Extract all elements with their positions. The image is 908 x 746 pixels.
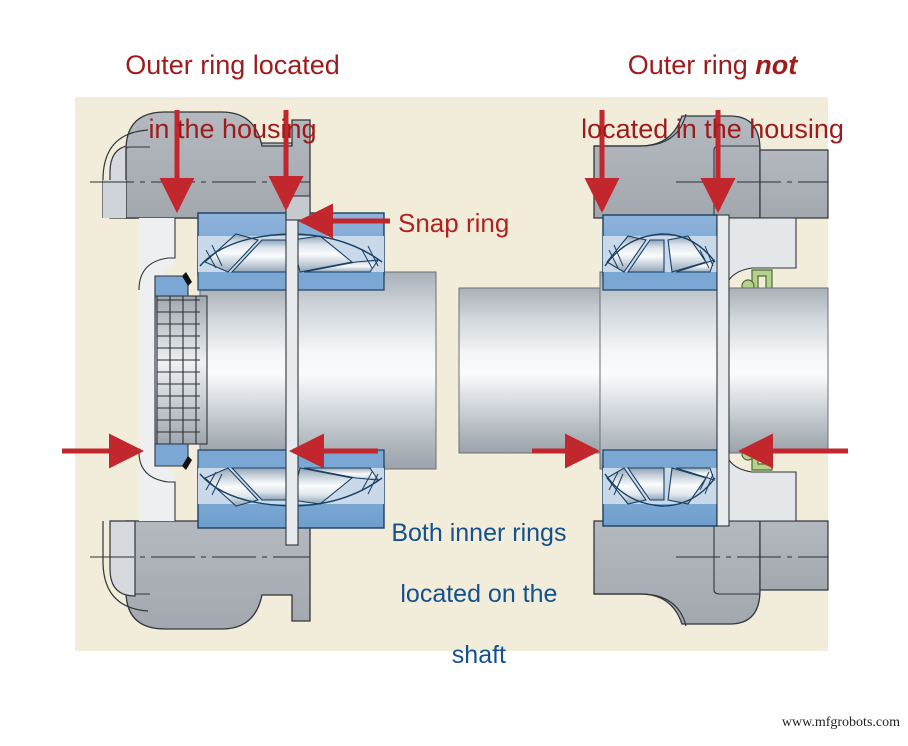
left-cage-lines-upper <box>205 244 379 269</box>
right-housing-ext-lower <box>759 520 829 591</box>
left-roller-1-upper <box>203 233 260 273</box>
left-housing-wall-fill-upper <box>103 180 126 218</box>
right-roller-2-lower <box>626 467 665 501</box>
right-bearing-assembly <box>458 113 829 627</box>
right-cage-lines-upper <box>608 244 714 269</box>
right-housing-curve-lower <box>594 593 687 627</box>
right-housing-curve-upper <box>594 113 687 147</box>
left-cage-lines-lower <box>205 471 379 496</box>
right-cage-arc-lower <box>604 473 716 507</box>
left-housing-left-wall-lower <box>102 521 149 612</box>
inner-rings-line1: Both inner rings <box>391 518 567 547</box>
right-cage-arc-upper <box>604 233 716 267</box>
right-spacer-ring <box>716 214 730 527</box>
left-housing-cavity-outline-upper <box>138 218 176 291</box>
left-lock-nut <box>154 295 208 445</box>
title-right-line1-prefix: Outer ring <box>627 49 756 80</box>
left-roller-1-lower <box>203 467 260 507</box>
left-snap-ring-seat <box>285 212 299 546</box>
left-nut-collar-upper <box>154 275 189 297</box>
watermark-url: www.mfgrobots.com <box>781 715 900 730</box>
annotation-arrows <box>62 110 848 469</box>
left-nut-tab-lower <box>182 456 192 470</box>
right-shaft-extension <box>723 287 829 454</box>
right-bearing-lower <box>602 449 718 527</box>
inner-rings-line2: located on the <box>400 579 558 608</box>
right-roller-2-upper <box>626 239 665 273</box>
left-nut-tab-upper <box>182 272 192 286</box>
left-housing-silhouette-lower <box>125 520 311 630</box>
left-housing-left-wall-upper <box>102 129 149 218</box>
right-cage-lines-lower <box>608 471 714 496</box>
title-right-line2: located in the housing <box>581 113 844 144</box>
right-shaft-journal <box>599 271 721 470</box>
right-housing-ext-upper <box>759 149 829 219</box>
left-nut-collar-lower <box>154 443 189 467</box>
title-right-outer-ring-not-located: Outer ring not located in the housing <box>525 18 870 177</box>
inner-rings-line3: shaft <box>451 640 506 669</box>
right-housing-shoulder-lower <box>713 521 760 595</box>
left-housing-outer-shell-lower <box>109 520 136 597</box>
right-bearing-upper <box>602 214 718 291</box>
thread-lines <box>156 296 200 444</box>
title-left-outer-ring-located: Outer ring located in the housing <box>75 18 360 177</box>
right-roller-1-lower <box>606 467 647 505</box>
left-shaft-step <box>287 271 437 470</box>
left-retainer-plate <box>285 195 311 221</box>
title-left-line1: Outer ring located <box>125 49 340 80</box>
title-left-line2: in the housing <box>148 113 317 144</box>
title-right-emphasis-not: not <box>755 49 798 80</box>
right-shaft-main <box>458 287 620 454</box>
left-housing-inner-bore-line <box>125 146 150 218</box>
right-roller-1-upper <box>606 235 647 273</box>
inner-rings-caption: Both inner rings located on the shaft <box>330 487 600 701</box>
snap-ring-label: Snap ring <box>398 208 510 238</box>
